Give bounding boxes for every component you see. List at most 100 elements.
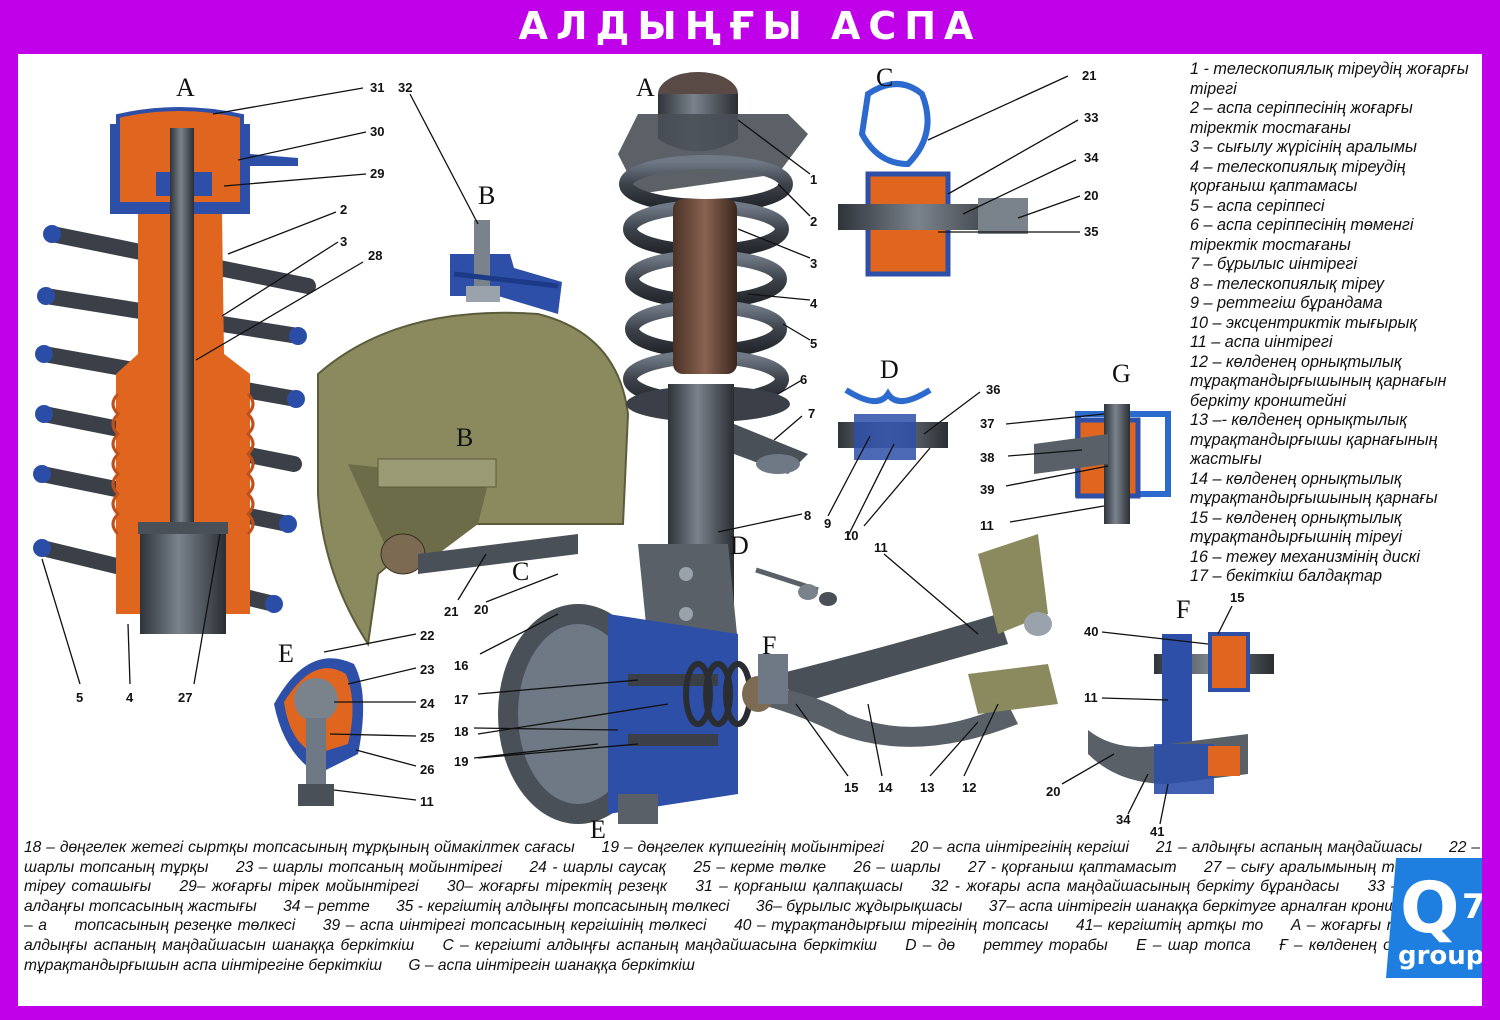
num-21-c: 21 xyxy=(1082,68,1096,83)
num-17: 17 xyxy=(454,692,468,707)
num-7: 7 xyxy=(808,406,815,421)
num-15-f: 15 xyxy=(1230,590,1244,605)
caption-item: 23 – шарлы топсаның мойынтірегі xyxy=(235,858,503,876)
num-13: 13 xyxy=(920,780,934,795)
num-30: 30 xyxy=(370,124,384,139)
num-31: 31 xyxy=(370,80,384,95)
label-e-main: E xyxy=(590,815,606,844)
num-29: 29 xyxy=(370,166,384,181)
num-23: 23 xyxy=(420,662,434,677)
q7-group-logo: Q 7 group xyxy=(1386,858,1482,978)
label-b-detail: B xyxy=(478,181,495,210)
legend-item: 4 – телескопиялық тіреудің қорғаныш қапт… xyxy=(1190,157,1406,196)
legend-item: 10 – эксцентриктік тығырық xyxy=(1190,313,1418,332)
label-a-left: A xyxy=(176,73,195,102)
caption-item: 21 – алдыңғы аспаның маңдайшасы xyxy=(1155,839,1423,856)
num-6: 6 xyxy=(800,372,807,387)
legend-item: 16 – тежеу механизмінің дискі xyxy=(1190,547,1420,566)
num-37: 37 xyxy=(980,416,994,431)
num-27: 27 xyxy=(178,690,192,705)
caption-item: 24 - шарлы саусақ xyxy=(529,858,667,876)
num-36: 36 xyxy=(986,382,1000,397)
num-35: 35 xyxy=(1084,224,1098,239)
legend-list: 1 - телескопиялық тіреудің жоғарғы тірег… xyxy=(1190,60,1480,587)
caption-item: 31 – қорғаныш қалпақшасы xyxy=(695,878,903,896)
caption-item: 40 – тұрақтандырғыш тірегінің топсасы xyxy=(734,917,1049,935)
label-d-detail: D xyxy=(880,355,899,384)
caption-item: 18 – дөңгелек жетегі сыртқы топсасының т… xyxy=(24,839,575,856)
label-e-detail: E xyxy=(278,639,294,668)
legend-item: 3 – сығылу жүрісінің аралымы xyxy=(1190,138,1417,156)
logo-letter: Q xyxy=(1400,867,1460,949)
num-24: 24 xyxy=(420,696,435,711)
num-1: 1 xyxy=(810,172,817,187)
label-f-main: F xyxy=(762,631,776,660)
legend-item: 5 – аспа серіппесі xyxy=(1190,196,1325,215)
diagram-panel: A B B A C C D D E E F F G 31 30 29 2 3 2… xyxy=(18,54,1482,1006)
num-20-f: 20 xyxy=(1046,784,1060,799)
caption-item: С – кергішті алдыңғы аспаның маңдайшасын… xyxy=(442,936,877,954)
num-26: 26 xyxy=(420,762,434,777)
label-b-body: B xyxy=(456,423,473,452)
logo-word: group xyxy=(1398,941,1482,971)
page-title: АЛДЫҢҒЫ АСПА xyxy=(518,4,982,48)
suspension-illustration: A B B A C C D D E E F F G 31 30 29 2 3 2… xyxy=(33,63,1274,844)
num-32: 32 xyxy=(398,80,412,95)
num-10: 10 xyxy=(844,528,858,543)
bushing-detail-c xyxy=(838,81,1028,277)
num-3-left: 3 xyxy=(340,234,347,249)
logo-digit: 7 xyxy=(1462,887,1482,927)
hub-brake xyxy=(498,604,753,824)
legend-item: 11 – аспа иінтірегі xyxy=(1190,333,1333,351)
num-11-e: 11 xyxy=(420,794,434,809)
arm-mount-detail-g xyxy=(1034,404,1171,524)
leader-lines xyxy=(41,75,1233,825)
adjust-screw-d xyxy=(755,567,837,606)
caption-item: 37– аспа иінтірегін шанаққа беркітуге ар… xyxy=(988,897,1437,915)
num-5: 5 xyxy=(810,336,817,351)
lower-arm xyxy=(742,534,1058,747)
num-8: 8 xyxy=(804,508,811,523)
num-9: 9 xyxy=(824,516,831,531)
strut-cutaway xyxy=(33,107,316,634)
legend-item: 13 –- көлденең орнықтылық тұрақтандырғыш… xyxy=(1190,411,1438,468)
caption-item: 19 – дөңгелек күпшегінің мойынтірегі xyxy=(601,839,884,856)
caption-item: 27 - қорғаныш қаптамасыт xyxy=(968,858,1177,876)
label-d-main: D xyxy=(730,531,749,560)
caption-item: 26 – шарлы xyxy=(853,858,941,876)
caption-item: топсасының резеңке төлкесі xyxy=(74,917,296,935)
num-15: 15 xyxy=(844,780,858,795)
num-3: 3 xyxy=(810,256,817,271)
legend-item: 2 – аспа серіппесінің жоғарғы тіректік т… xyxy=(1190,99,1413,137)
bolt-detail-b xyxy=(450,220,562,314)
caption-item: 36– бұрылыс жұдырықшасы xyxy=(755,897,963,915)
caption-item: 29– жоғарғы тірек мойынтірегі xyxy=(179,878,419,896)
num-4: 4 xyxy=(810,296,818,311)
legend-item: 6 – аспа серіппесінің төменгі тіректік т… xyxy=(1190,216,1414,254)
num-22: 22 xyxy=(420,628,434,643)
label-c-main: C xyxy=(512,557,529,586)
num-16: 16 xyxy=(454,658,468,673)
num-20: 20 xyxy=(474,602,488,617)
caption-item: 22 – шарлы топсаның тұрқы xyxy=(24,839,1480,876)
num-38: 38 xyxy=(980,450,994,465)
legend-item: 12 – көлденең орнықтылық тұрақтандырғышы… xyxy=(1190,352,1447,410)
num-41: 41 xyxy=(1150,824,1164,839)
caption-item: 27 – сығу аралымының тірегі xyxy=(1204,858,1427,876)
num-11-main-arm: 11 xyxy=(874,540,888,555)
caption-item: 34 – ретте xyxy=(283,897,370,915)
num-2: 2 xyxy=(810,214,817,229)
num-4-left: 4 xyxy=(126,690,134,705)
label-f-detail: F xyxy=(1176,595,1190,624)
caption-item: D – дө xyxy=(905,936,956,954)
ball-joint-detail-e xyxy=(274,658,364,806)
num-21: 21 xyxy=(444,604,458,619)
body-fender xyxy=(317,311,630,647)
legend-item: 8 – телескопиялық тіреу xyxy=(1190,274,1385,293)
caption-item: 20 – аспа иінтірегінің кергіші xyxy=(910,839,1129,856)
num-34-f: 34 xyxy=(1116,812,1131,827)
caption-item: 41– кергіштің артқы то xyxy=(1076,917,1264,935)
num-19: 19 xyxy=(454,754,468,769)
num-28: 28 xyxy=(368,248,382,263)
main-strut xyxy=(618,72,808,644)
